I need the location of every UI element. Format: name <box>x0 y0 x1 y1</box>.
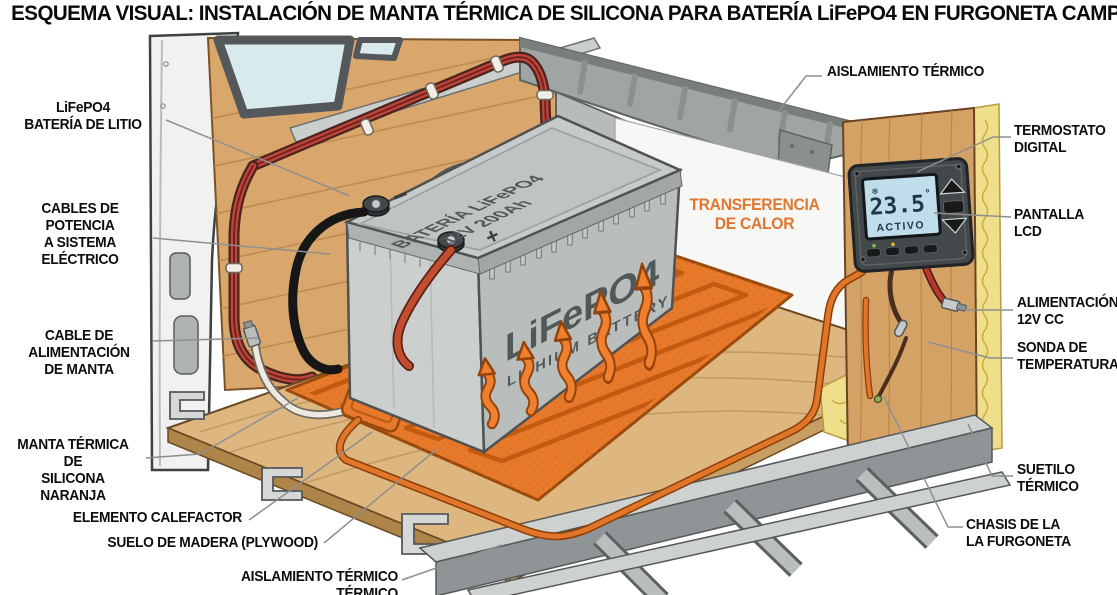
label-chasis-furgoneta: CHASIS DE LA LA FURGONETA <box>966 516 1071 550</box>
button-up-icon[interactable] <box>939 178 966 195</box>
battery-positive-terminal <box>437 231 465 253</box>
label-lifepo4-bateria: LiFePO4 BATERÍA DE LITIO <box>24 99 142 133</box>
leader-cables-potencia <box>152 237 331 255</box>
conduit-connector-tip <box>242 319 262 348</box>
lcd-status: ACTIVO <box>876 219 925 234</box>
power-connector <box>941 297 967 312</box>
chassis-rail-rear-top <box>466 471 1012 595</box>
wall-power-cables <box>228 51 552 386</box>
label-sonda-temperatura: SONDA DE TEMPERATURA <box>1017 339 1117 373</box>
chassis-frame <box>418 414 1012 595</box>
leader-pantalla <box>933 212 1012 218</box>
lcd-screen[interactable] <box>861 172 942 241</box>
label-cables-potencia: CABLES DE POTENCIA A SISTEMA ELÉCTRICO <box>41 200 119 268</box>
label-termostato-digital: TERMOSTATO DIGITAL <box>1014 122 1106 156</box>
negative-mark <box>393 191 408 200</box>
label-aislamiento-superior: AISLAMIENTO TÉRMICO <box>827 63 985 80</box>
label-suelo-madera: SUELO DE MADERA (PLYWOOD) <box>107 534 318 551</box>
label-manta-termica: MANTA TÉRMICA DE SILICONA NARANJA <box>17 436 129 504</box>
thermostat-board <box>841 103 1003 464</box>
label-aislamiento-inferior: AISLAMIENTO TÉRMICO TÉRMICO <box>240 568 398 595</box>
lcd-degree-unit: ° <box>925 188 930 200</box>
cable-clips <box>225 55 554 274</box>
chassis-rail-front-face <box>435 427 993 595</box>
sensor-probe <box>893 319 908 338</box>
status-led-yellow <box>891 242 895 247</box>
label-cable-manta: CABLE DE ALIMENTACIÓN DE MANTA <box>28 327 130 378</box>
snowflake-icon: ❄ <box>871 187 879 198</box>
lcd-temperature: 23.5 <box>869 191 926 221</box>
leader-cable-manta <box>152 337 259 342</box>
label-pantalla-lcd: PANTALLA LCD <box>1014 206 1084 240</box>
label-suelo-termico: SUETILO TÉRMICO <box>1017 461 1079 495</box>
leader-suelo <box>323 448 438 544</box>
status-led-green <box>872 243 876 248</box>
leader-aislamiento-superior <box>777 75 822 113</box>
leader-suelo-termico <box>967 423 1013 477</box>
digital-thermostat: ❄ 23.5 ° ACTIVO <box>847 157 975 273</box>
negative-cable <box>288 207 369 375</box>
thermostat-bottom-buttons[interactable] <box>866 244 938 258</box>
sensor-tip <box>873 394 883 404</box>
lifepo4-battery: + BATERÍA LiFePO4 12V 200Ah LiFePO4 LITH… <box>343 114 684 455</box>
mat-power-conduit <box>242 319 353 420</box>
leader-termostato <box>916 136 1011 173</box>
heat-arrows <box>477 262 657 430</box>
leader-manta <box>145 397 299 459</box>
leader-lines <box>145 75 1013 581</box>
positive-cable <box>392 245 456 371</box>
button-down-icon[interactable] <box>941 217 968 234</box>
button-set[interactable] <box>942 200 965 214</box>
temperature-sensor-wire <box>873 263 908 404</box>
leader-elemento <box>248 431 373 521</box>
leader-lifepo4 <box>165 119 351 197</box>
leader-sonda <box>927 341 1013 359</box>
page-title: ESQUEMA VISUAL: INSTALACIÓN DE MANTA TÉR… <box>11 2 1117 25</box>
leader-aislamiento-inferior <box>401 544 503 581</box>
label-elemento-calefactor: ELEMENTO CALEFACTOR <box>72 509 242 526</box>
leader-chasis <box>883 396 963 528</box>
label-alimentacion-12v: ALIMENTACIÓN 12V CC <box>1017 294 1117 328</box>
label-transferencia-calor: TRANSFERENCIA DE CALOR <box>689 195 820 234</box>
